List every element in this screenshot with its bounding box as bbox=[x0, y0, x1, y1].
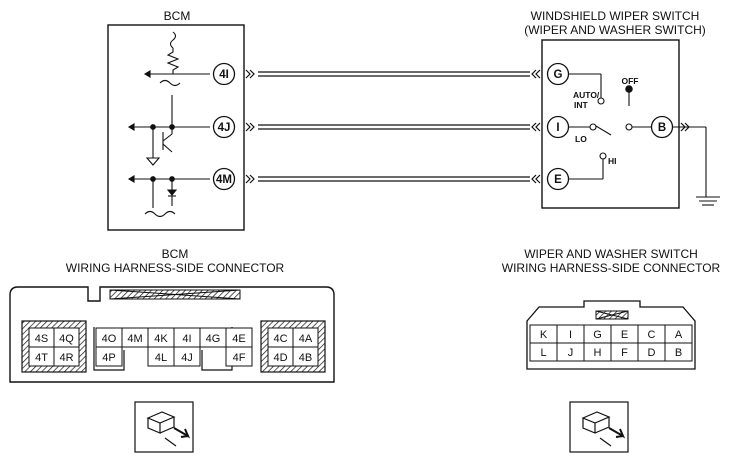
switch-pos-auto: AUTO/ bbox=[573, 90, 600, 100]
bcm-cell-4c: 4C bbox=[273, 333, 287, 345]
bcm-cell-4i: 4I bbox=[182, 333, 191, 345]
bcm-cell-4p: 4P bbox=[102, 352, 115, 364]
switch-pos-int: INT bbox=[574, 100, 589, 110]
switch-pos-hi: HI bbox=[608, 156, 617, 166]
bcm-cell-4f: 4F bbox=[233, 352, 246, 364]
bcm-cell-4k: 4K bbox=[154, 333, 168, 345]
bcm-pin-4m: 4M bbox=[212, 167, 236, 191]
switch-connector-view-icon bbox=[569, 401, 629, 453]
bcm-cell-4j: 4J bbox=[181, 352, 193, 364]
bcm-cell-4a: 4A bbox=[299, 333, 313, 345]
switch-box bbox=[541, 39, 680, 209]
switch-pin-g-label: G bbox=[554, 69, 563, 81]
switch-connector-title-line2: WIRING HARNESS-SIDE CONNECTOR bbox=[502, 261, 721, 275]
switch-title-line2: (WIPER AND WASHER SWITCH) bbox=[524, 23, 706, 37]
bcm-cell-4m: 4M bbox=[127, 333, 142, 345]
switch-cell-g: G bbox=[593, 329, 602, 341]
switch-connector-cells: K I G E C A L J H F D B bbox=[529, 324, 693, 362]
bcm-cell-4b: 4B bbox=[299, 352, 312, 364]
switch-cell-c: C bbox=[648, 329, 656, 341]
switch-cell-a: A bbox=[675, 329, 683, 341]
switch-cell-k: K bbox=[540, 329, 548, 341]
switch-cell-e: E bbox=[621, 329, 628, 341]
switch-pin-g: G bbox=[546, 62, 570, 86]
bcm-cell-4q: 4Q bbox=[59, 333, 74, 345]
bcm-cell-4g: 4G bbox=[206, 333, 221, 345]
switch-cell-j: J bbox=[568, 347, 574, 359]
switch-pin-b-label: B bbox=[658, 122, 666, 134]
bcm-cell-4l: 4L bbox=[155, 352, 167, 364]
bcm-internal-circuit bbox=[127, 31, 210, 218]
switch-pos-off: OFF bbox=[622, 76, 639, 86]
switch-pin-e: E bbox=[546, 167, 570, 191]
switch-cell-d: D bbox=[648, 347, 656, 359]
switch-pos-lo: LO bbox=[575, 134, 587, 144]
switch-title-line1: WINDSHIELD WIPER SWITCH bbox=[531, 9, 700, 23]
bcm-pin-4j-label: 4J bbox=[218, 122, 231, 134]
switch-pin-i: I bbox=[546, 115, 570, 139]
bcm-connector-title-line1: BCM bbox=[162, 247, 189, 261]
bcm-connector-title-line2: WIRING HARNESS-SIDE CONNECTOR bbox=[66, 261, 285, 275]
bcm-pin-4j: 4J bbox=[212, 115, 236, 139]
bcm-cell-4d: 4D bbox=[273, 352, 287, 364]
bcm-pin-4i-label: 4I bbox=[219, 69, 229, 81]
switch-connector-title-line1: WIPER AND WASHER SWITCH bbox=[524, 247, 698, 261]
switch-cell-f: F bbox=[621, 347, 628, 359]
harness-wires bbox=[245, 69, 541, 184]
bcm-cell-4t: 4T bbox=[35, 352, 48, 364]
bcm-pin-4m-label: 4M bbox=[216, 174, 232, 186]
bcm-cell-4r: 4R bbox=[59, 352, 73, 364]
bcm-connector-view-icon bbox=[134, 401, 194, 453]
bcm-box bbox=[107, 24, 245, 231]
bcm-pin-4i: 4I bbox=[212, 62, 236, 86]
switch-cell-i: I bbox=[569, 329, 572, 341]
switch-output-chevron bbox=[680, 122, 690, 132]
bcm-title: BCM bbox=[164, 9, 191, 23]
switch-cell-b: B bbox=[675, 347, 682, 359]
bcm-cell-4e: 4E bbox=[232, 333, 245, 345]
switch-pin-i-label: I bbox=[556, 122, 559, 134]
bcm-cell-4o: 4O bbox=[102, 333, 117, 345]
bcm-connector-cells: 4S 4Q 4T 4R 4O 4M 4K 4I 4G 4E 4P 4L 4J 4… bbox=[28, 327, 319, 367]
switch-pin-b: B bbox=[650, 115, 674, 139]
switch-cell-l: L bbox=[540, 347, 546, 359]
switch-pin-e-label: E bbox=[554, 174, 562, 186]
switch-cell-h: H bbox=[594, 347, 602, 359]
bcm-cell-4s: 4S bbox=[35, 333, 48, 345]
